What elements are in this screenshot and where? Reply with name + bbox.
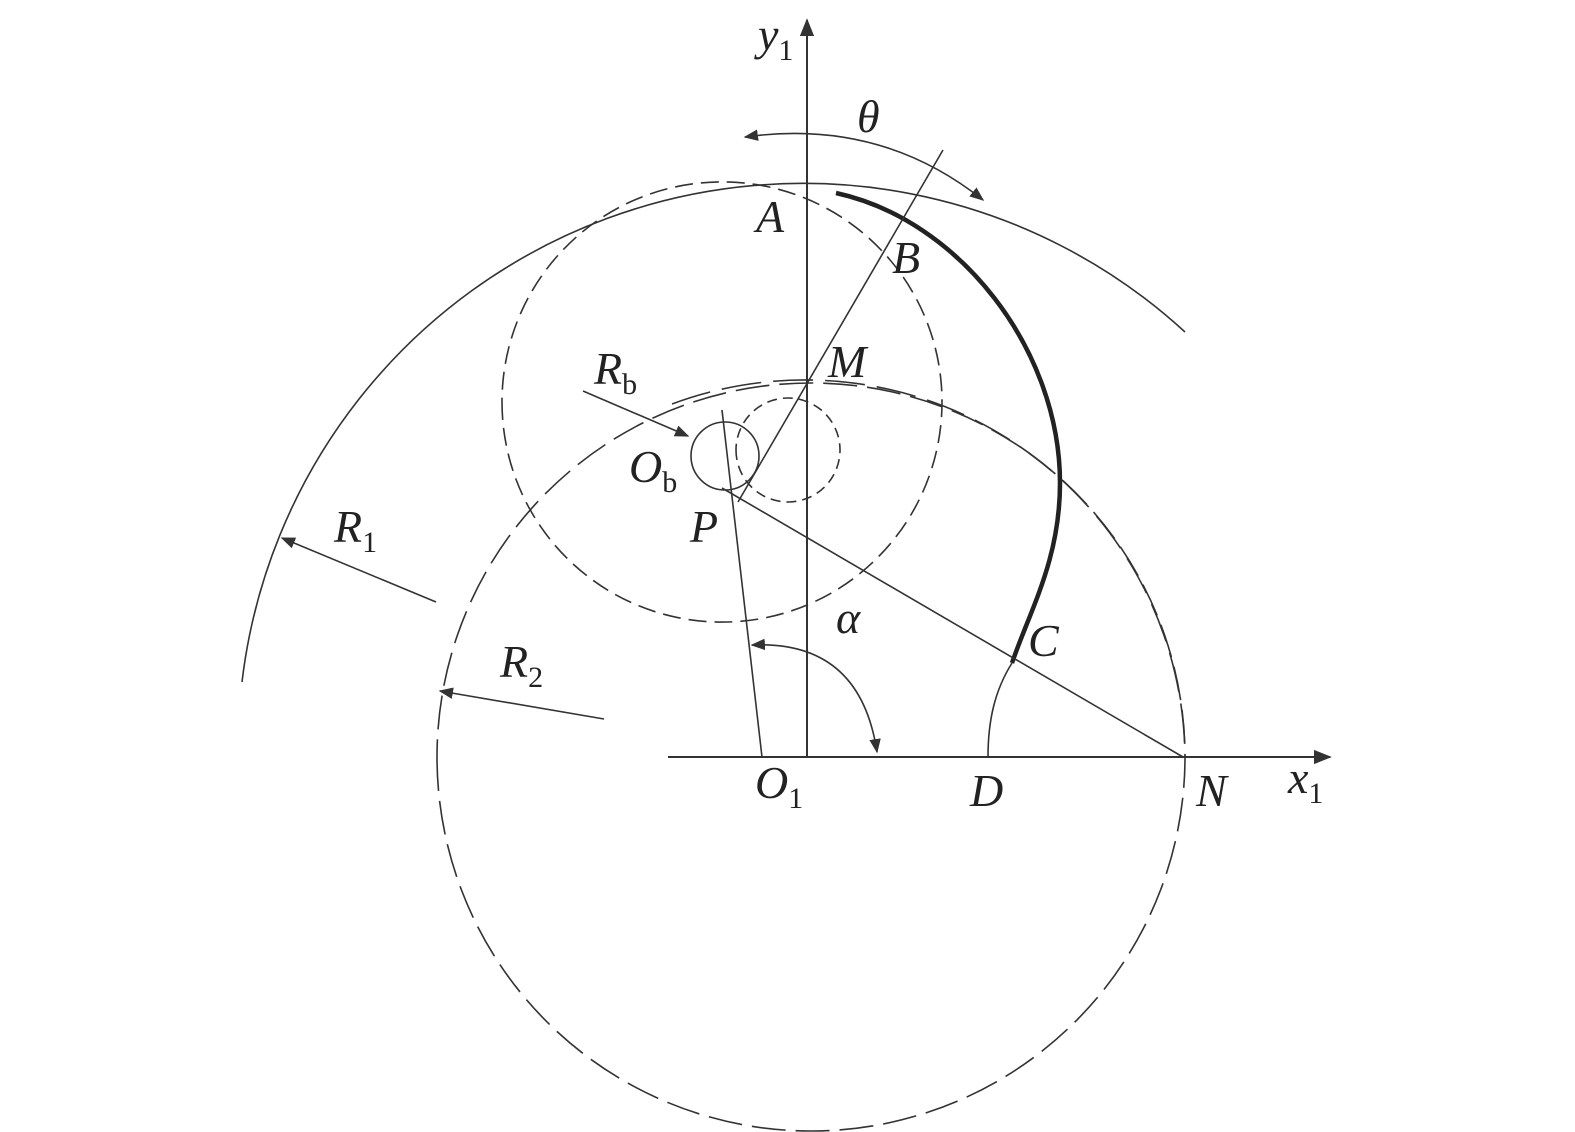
- r2-arrow: [438, 687, 605, 720]
- point-n-label: N: [1195, 765, 1229, 816]
- alpha-arc: [750, 638, 881, 754]
- radius-r2-label: R2: [499, 636, 543, 694]
- r1-arc: [241, 182, 1186, 683]
- y-axis-label: y1: [754, 9, 793, 67]
- pitch-circle: [501, 181, 943, 623]
- profile-curve: [835, 190, 1063, 664]
- radius-rb-label: Rb: [593, 343, 637, 401]
- line-mb: [737, 149, 944, 503]
- point-p-label: P: [689, 501, 718, 552]
- profile-curve-lower: [987, 662, 1013, 758]
- point-d-label: D: [969, 765, 1003, 816]
- radius-r1-label: R1: [333, 501, 377, 559]
- point-c-label: C: [1028, 615, 1060, 666]
- r1-arrow: [280, 537, 437, 603]
- rb-arrow: [582, 390, 690, 437]
- base-arc: [671, 379, 1186, 758]
- center-o1-label: O1: [755, 757, 803, 815]
- center-ob-label: Ob: [629, 441, 677, 499]
- line-pn: [721, 487, 1184, 758]
- point-a-label: A: [753, 191, 785, 242]
- line-op: [721, 409, 763, 758]
- alpha-label: α: [836, 592, 861, 643]
- point-b-label: B: [892, 232, 920, 283]
- point-m-label: M: [827, 336, 869, 387]
- x-axis-label: x1: [1287, 752, 1323, 810]
- small-dashed-circle: [735, 397, 841, 503]
- theta-arc: [743, 129, 985, 201]
- theta-label: θ: [857, 91, 880, 142]
